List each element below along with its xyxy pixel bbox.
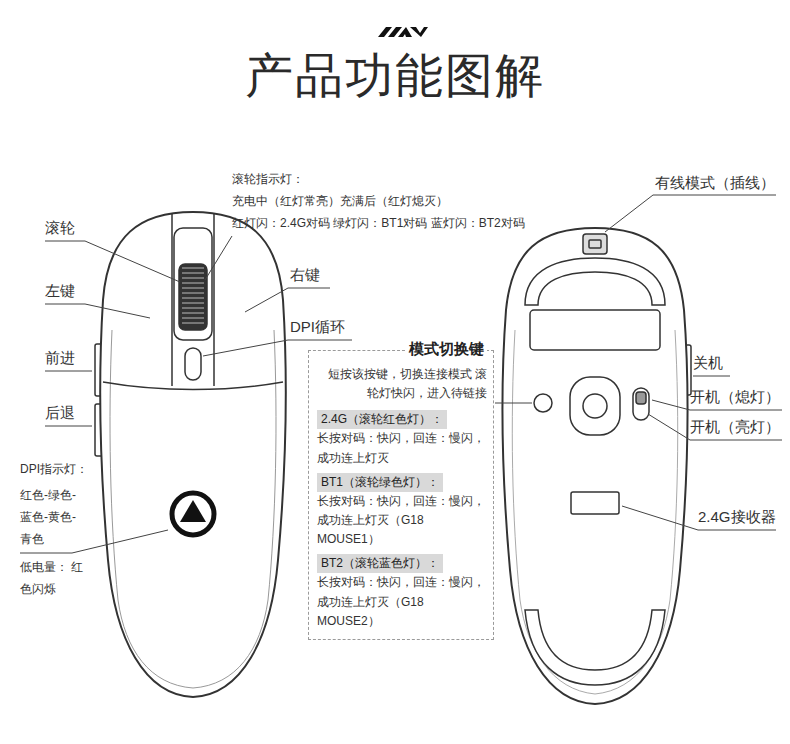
mouse-top-view bbox=[95, 212, 286, 697]
part-label: 2.4G接收器 bbox=[698, 508, 776, 527]
mouse-shell bbox=[503, 228, 688, 704]
wheel-ridge bbox=[182, 283, 204, 284]
part-label: 开机（熄灯） bbox=[690, 388, 780, 407]
band-text: 长按对码：快闪，回连：慢闪，成功连上灯灭 bbox=[317, 429, 487, 467]
part-label: 后退 bbox=[45, 404, 75, 423]
brand-logo bbox=[378, 27, 428, 37]
page-title: 产品功能图解 bbox=[0, 44, 790, 108]
wheel-ridge bbox=[182, 278, 204, 279]
wheel-housing bbox=[174, 228, 212, 340]
leader-line bbox=[605, 195, 776, 232]
band-text: 长按对码：快闪，回连：慢闪，成功连上灯灭（G18 MOUSE1） bbox=[317, 492, 487, 550]
dpi-button bbox=[185, 348, 201, 380]
part-label: 右键 bbox=[290, 266, 320, 285]
button-seam bbox=[213, 214, 215, 386]
wheel-ridges bbox=[182, 268, 204, 323]
scroll-wheel bbox=[179, 264, 207, 330]
leader-line bbox=[495, 403, 532, 404]
leader-line bbox=[45, 371, 92, 372]
logo-ring bbox=[172, 493, 214, 535]
leader-line bbox=[622, 506, 776, 530]
part-label: 低电量： 红色闪烁 bbox=[20, 556, 84, 600]
power-switch bbox=[633, 388, 649, 420]
wheel-ridge bbox=[182, 288, 204, 289]
box-heading: 模式切换键 bbox=[406, 340, 487, 359]
cable-port bbox=[583, 234, 607, 254]
part-label: 红灯闪：2.4G对码 绿灯闪：BT1对码 蓝灯闪：BT2对码 bbox=[232, 216, 525, 231]
sensor-lens bbox=[583, 394, 607, 418]
band-fill: 2.4G（滚轮红色灯）： bbox=[317, 410, 447, 429]
label-plate bbox=[530, 310, 660, 350]
shell-contour bbox=[110, 330, 276, 688]
button-seam bbox=[171, 214, 173, 386]
leader-line bbox=[45, 426, 92, 427]
part-label: 充电中（红灯常亮）充满后（红灯熄灭） bbox=[232, 194, 448, 209]
part-label: 有线模式（插线） bbox=[655, 174, 775, 193]
wheel-ridge bbox=[182, 323, 204, 324]
shell-contour bbox=[512, 330, 677, 694]
part-label: 关机 bbox=[693, 354, 723, 373]
band-fill: BT2（滚轮蓝色灯）： bbox=[317, 554, 443, 573]
box-note: 短按该按键，切换连接模式 滚轮灯快闪，进入待链接 bbox=[317, 365, 487, 403]
mouse-bottom-view bbox=[503, 228, 691, 704]
logo-stroke bbox=[398, 27, 412, 37]
band-text: 长按对码：快闪，回连：慢闪，成功连上灯灭（G18 MOUSE2） bbox=[317, 573, 487, 631]
sensor-housing bbox=[570, 377, 620, 435]
part-label: 左键 bbox=[45, 282, 75, 301]
dashed-callout-box: 模式切换键短按该按键，切换连接模式 滚轮灯快闪，进入待链接2.4G（滚轮红色灯）… bbox=[308, 350, 494, 640]
leader-line bbox=[245, 288, 330, 312]
mode-button bbox=[534, 394, 552, 412]
switch-knob bbox=[636, 392, 646, 404]
mode-band: 2.4G（滚轮红色灯）：长按对码：快闪，回连：慢闪，成功连上灯灭 bbox=[317, 407, 487, 467]
part-label: DPI循环 bbox=[290, 318, 345, 337]
part-label: 滚轮指示灯： bbox=[232, 172, 304, 187]
leader-line bbox=[693, 376, 730, 377]
part-label: 滚轮 bbox=[45, 219, 75, 238]
band-heading: BT1（滚轮绿色灯）： bbox=[317, 470, 487, 492]
wheel-ridge bbox=[182, 273, 204, 274]
button-seam bbox=[103, 382, 283, 390]
wheel-ridge bbox=[182, 298, 204, 299]
receiver-slot bbox=[571, 492, 619, 514]
part-label: 红色-绿色- 蓝色-黄色- 青色 bbox=[20, 484, 84, 550]
leader-lines bbox=[20, 195, 782, 553]
logo-stroke bbox=[410, 27, 428, 37]
mouse-shell bbox=[100, 212, 285, 697]
glide-foot bbox=[525, 610, 665, 685]
wheel-ridge bbox=[182, 268, 204, 269]
band-fill: BT1（滚轮绿色灯）： bbox=[317, 473, 443, 492]
leader-line bbox=[45, 241, 180, 282]
logo-triangle bbox=[180, 500, 206, 522]
mode-band: BT2（滚轮蓝色灯）：长按对码：快闪，回连：慢闪，成功连上灯灭（G18 MOUS… bbox=[317, 551, 487, 631]
mode-band: BT1（滚轮绿色灯）：长按对码：快闪，回连：慢闪，成功连上灯灭（G18 MOUS… bbox=[317, 470, 487, 550]
part-label: 开机（亮灯） bbox=[690, 418, 780, 437]
wheel-ridge bbox=[182, 308, 204, 309]
leader-line bbox=[205, 236, 232, 280]
band-heading: BT2（滚轮蓝色灯）： bbox=[317, 551, 487, 573]
band-heading: 2.4G（滚轮红色灯）： bbox=[317, 407, 487, 429]
wheel-ridge bbox=[182, 293, 204, 294]
leader-line bbox=[648, 414, 782, 440]
leader-line bbox=[45, 304, 150, 318]
part-label: 前进 bbox=[45, 349, 75, 368]
part-label: DPI指示灯： bbox=[20, 462, 88, 477]
wheel-ridge bbox=[182, 303, 204, 304]
glide-foot bbox=[525, 258, 665, 305]
wheel-ridge bbox=[182, 318, 204, 319]
cable-port-slot bbox=[589, 240, 601, 248]
wheel-ridge bbox=[182, 313, 204, 314]
